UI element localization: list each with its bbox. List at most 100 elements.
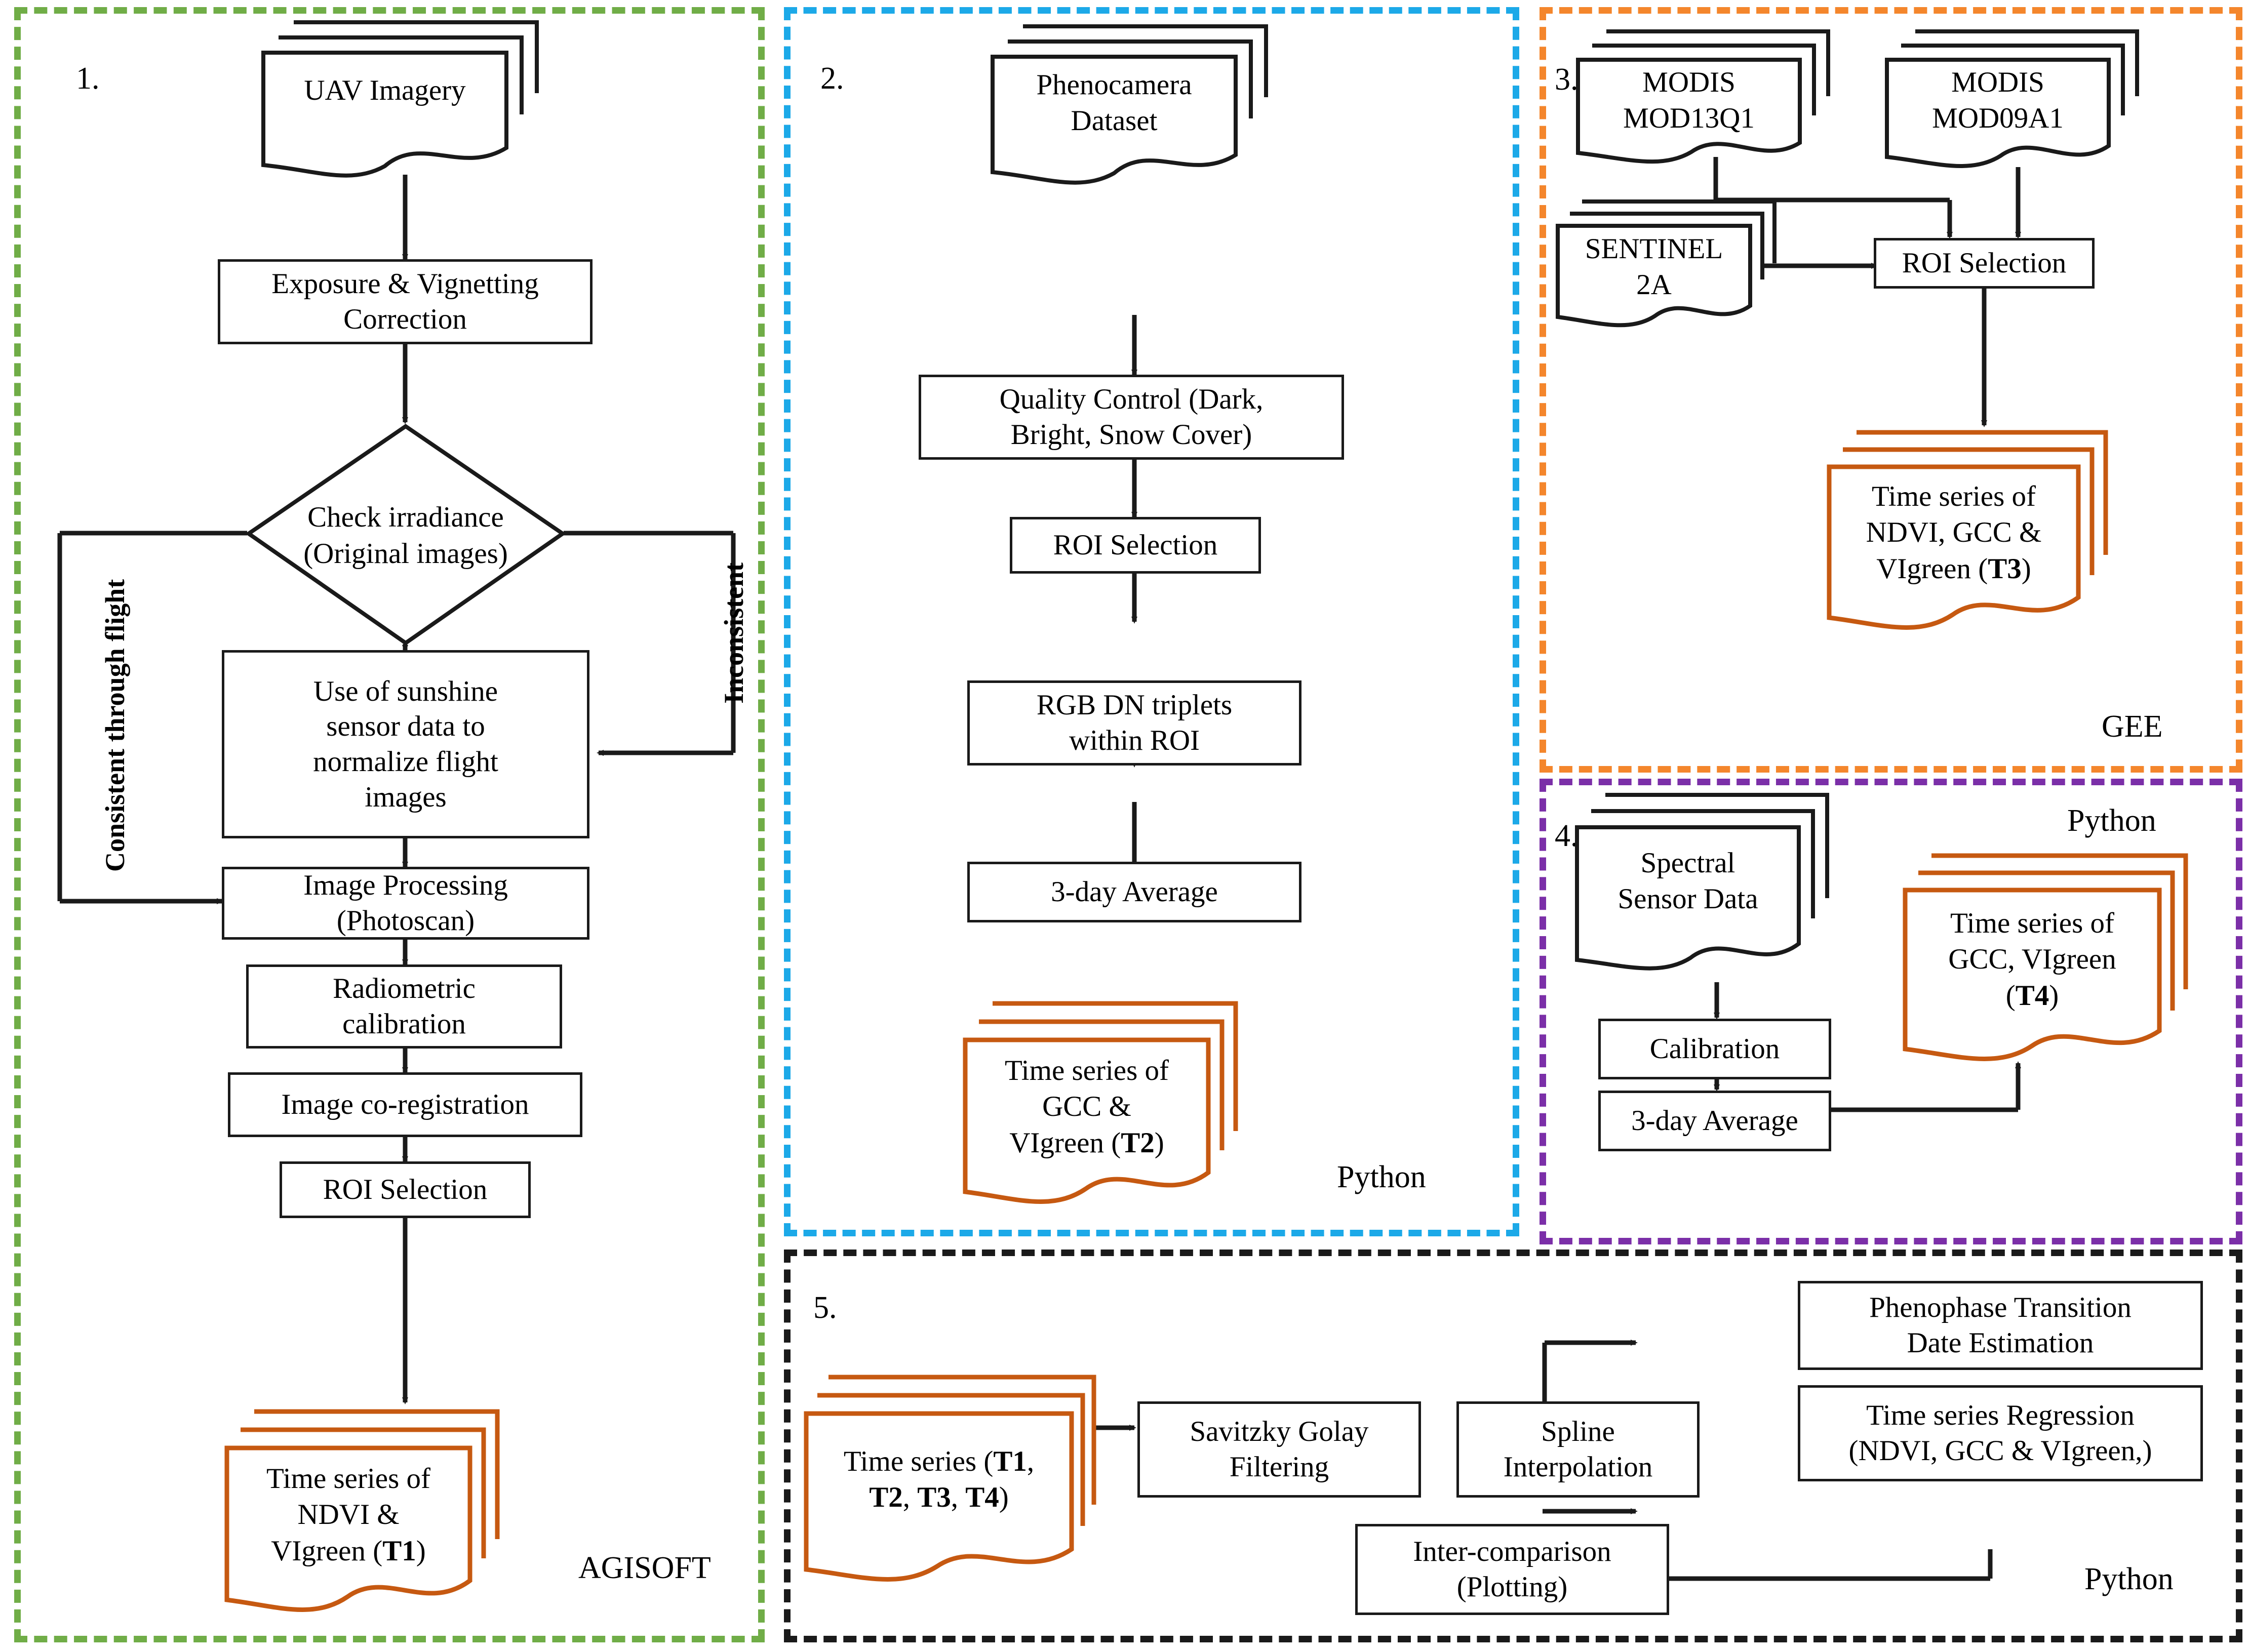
box-inter-comparison-plotting: Inter-comparison (Plotting) bbox=[1355, 1524, 1669, 1615]
box-intercomparison-line1: Inter-comparison bbox=[1413, 1536, 1611, 1568]
box-image-co-registration: Image co-registration bbox=[228, 1072, 582, 1137]
doc-phenocamera-line1: Phenocamera bbox=[1036, 68, 1192, 101]
doc-timeseries-line2: T2, T3, T4) bbox=[869, 1481, 1009, 1513]
doc-output-t2-label: Time series of GCC & VIgreen (T2) bbox=[965, 1043, 1208, 1171]
doc-modis-mod13q1: MODIS MOD13Q1 bbox=[1575, 28, 1848, 165]
doc-output-t3-label: Time series of NDVI, GCC & VIgreen (T3) bbox=[1829, 470, 2078, 595]
doc-output-t3: Time series of NDVI, GCC & VIgreen (T3) bbox=[1826, 429, 2150, 642]
doc-output-t1-line3: VIgreen (T1) bbox=[271, 1535, 426, 1567]
doc-spectral-label: Spectral Sensor Data bbox=[1577, 830, 1799, 932]
doc-spectral-line2: Sensor Data bbox=[1617, 883, 1758, 915]
box-exposure-line2: Correction bbox=[343, 303, 467, 335]
box-image-processing-photoscan: Image Processing (Photoscan) bbox=[222, 867, 589, 940]
doc-sentinel-2a: SENTINEL 2A bbox=[1555, 198, 1788, 335]
box-calibration: Calibration bbox=[1598, 1019, 1831, 1079]
box-spline-line2: Interpolation bbox=[1503, 1451, 1653, 1483]
doc-modis09-label: MODIS MOD09A1 bbox=[1887, 62, 2109, 139]
box-radiometric-calibration: Radiometric calibration bbox=[246, 964, 562, 1049]
box-image-processing-line1: Image Processing bbox=[303, 869, 508, 902]
decision-check-irradiance: Check irradiance (Original images) bbox=[246, 423, 566, 646]
box-sunshine-line2: sensor data to bbox=[326, 710, 485, 743]
box-radiometric-line1: Radiometric bbox=[333, 973, 476, 1005]
doc-modis13-label: MODIS MOD13Q1 bbox=[1578, 62, 1800, 139]
doc-output-t1-line2: NDVI & bbox=[297, 1499, 400, 1531]
doc-uav-imagery: UAV Imagery bbox=[259, 18, 553, 180]
box-calibration-label: Calibration bbox=[1649, 1033, 1780, 1065]
edge-label-inconsistent: Inconsistent bbox=[719, 562, 749, 704]
edge-label-consistent-through-flight: Consistent through flight bbox=[100, 579, 130, 872]
doc-spectral-sensor-data: Spectral Sensor Data bbox=[1574, 792, 1847, 989]
doc-output-t2-line1: Time series of bbox=[1004, 1055, 1169, 1087]
doc-modis13-line2: MOD13Q1 bbox=[1623, 102, 1755, 134]
box-sunshine-sensor-normalize: Use of sunshine sensor data to normalize… bbox=[222, 650, 589, 838]
doc-output-t2-line2: GCC & bbox=[1042, 1091, 1131, 1123]
box-time-series-regression: Time series Regression (NDVI, GCC & VIgr… bbox=[1798, 1385, 2203, 1481]
box-radiometric-line2: calibration bbox=[342, 1008, 466, 1040]
tool-label-python-panel4: Python bbox=[2067, 803, 2156, 838]
doc-phenocamera-label: Phenocamera Dataset bbox=[993, 60, 1236, 146]
tool-label-python-panel2: Python bbox=[1337, 1160, 1426, 1194]
panel-2-number: 2. bbox=[820, 61, 844, 96]
box-3day-average-panel4-label: 3-day Average bbox=[1631, 1105, 1798, 1137]
panel-2-python-phenocam bbox=[784, 7, 1519, 1236]
doc-output-t4-line2: GCC, VIgreen bbox=[1948, 943, 2116, 976]
doc-modis09-line1: MODIS bbox=[1951, 66, 2044, 98]
box-roi-selection-panel2-label: ROI Selection bbox=[1053, 529, 1218, 561]
doc-output-t2: Time series of GCC & VIgreen (T2) bbox=[962, 1000, 1286, 1213]
doc-output-t1: Time series of NDVI & VIgreen (T1) bbox=[224, 1408, 548, 1621]
doc-output-t3-line2: NDVI, GCC & bbox=[1866, 516, 2042, 549]
doc-modis13-line1: MODIS bbox=[1642, 66, 1735, 98]
box-3day-average-panel4: 3-day Average bbox=[1598, 1091, 1831, 1151]
doc-output-t1-label: Time series of NDVI & VIgreen (T1) bbox=[227, 1451, 470, 1579]
box-quality-control-line1: Quality Control (Dark, bbox=[999, 383, 1264, 416]
box-3day-average-panel2: 3-day Average bbox=[967, 862, 1301, 922]
doc-timeseries-label: Time series (T1, T2, T3, T4) bbox=[806, 1429, 1072, 1530]
box-savitzky-golay-filtering: Savitzky Golay Filtering bbox=[1137, 1401, 1421, 1498]
doc-phenocamera-dataset: Phenocamera Dataset bbox=[989, 22, 1282, 189]
doc-output-t2-line3: VIgreen (T2) bbox=[1009, 1126, 1164, 1159]
box-roi-selection-panel1: ROI Selection bbox=[280, 1161, 531, 1218]
doc-modis09-line2: MOD09A1 bbox=[1932, 102, 2064, 134]
box-spline-interpolation: Spline Interpolation bbox=[1456, 1401, 1700, 1498]
doc-spectral-line1: Spectral bbox=[1640, 847, 1735, 879]
panel-4-number: 4. bbox=[1555, 819, 1579, 853]
box-roi-selection-panel3: ROI Selection bbox=[1874, 238, 2095, 289]
doc-output-t3-line3: VIgreen (T3) bbox=[1876, 552, 2031, 585]
tool-label-python-panel5: Python bbox=[2084, 1562, 2174, 1596]
box-phenophase-line1: Phenophase Transition bbox=[1869, 1292, 2132, 1324]
box-regression-line2: (NDVI, GCC & VIgreen,) bbox=[1848, 1435, 2152, 1467]
box-rgb-dn-triplets: RGB DN triplets within ROI bbox=[967, 680, 1301, 765]
box-sunshine-line1: Use of sunshine bbox=[313, 675, 498, 707]
doc-timeseries-line1: Time series (T1, bbox=[843, 1445, 1035, 1477]
tool-label-agisoft: AGISOFT bbox=[578, 1551, 711, 1585]
panel-4-python-spectral bbox=[1540, 779, 2242, 1244]
doc-uav-imagery-label: UAV Imagery bbox=[304, 74, 466, 107]
box-spline-line1: Spline bbox=[1541, 1416, 1615, 1448]
doc-output-t1-line1: Time series of bbox=[266, 1463, 431, 1495]
panel-1-number: 1. bbox=[76, 61, 100, 96]
doc-output-t4-line3: (T4) bbox=[2005, 979, 2059, 1012]
box-intercomparison-line2: (Plotting) bbox=[1456, 1571, 1568, 1603]
box-rgb-line2: within ROI bbox=[1069, 724, 1200, 756]
box-co-registration-label: Image co-registration bbox=[281, 1089, 529, 1121]
doc-modis-mod09a1: MODIS MOD09A1 bbox=[1884, 28, 2157, 175]
box-exposure-line1: Exposure & Vignetting bbox=[271, 268, 539, 300]
box-quality-control: Quality Control (Dark, Bright, Snow Cove… bbox=[919, 375, 1344, 460]
tool-label-gee: GEE bbox=[2102, 709, 2163, 744]
panel-1-agisoft bbox=[14, 7, 765, 1642]
box-savitzky-line1: Savitzky Golay bbox=[1190, 1416, 1369, 1448]
box-phenophase-line2: Date Estimation bbox=[1907, 1327, 2094, 1359]
doc-sentinel-line2: 2A bbox=[1636, 269, 1672, 301]
box-sunshine-line4: images bbox=[365, 781, 447, 813]
doc-output-t4-label: Time series of GCC, VIgreen (T4) bbox=[1905, 896, 2159, 1023]
box-roi-selection-panel1-label: ROI Selection bbox=[323, 1174, 488, 1206]
panel-3-number: 3. bbox=[1555, 62, 1579, 97]
box-image-processing-line2: (Photoscan) bbox=[336, 905, 475, 937]
decision-line1: Check irradiance bbox=[307, 501, 504, 533]
doc-timeseries-t1-t4: Time series (T1, T2, T3, T4) bbox=[802, 1373, 1126, 1596]
box-sunshine-line3: normalize flight bbox=[313, 746, 498, 778]
box-quality-control-line2: Bright, Snow Cover) bbox=[1010, 419, 1252, 451]
box-rgb-line1: RGB DN triplets bbox=[1036, 689, 1233, 721]
panel-3-gee bbox=[1540, 7, 2242, 773]
